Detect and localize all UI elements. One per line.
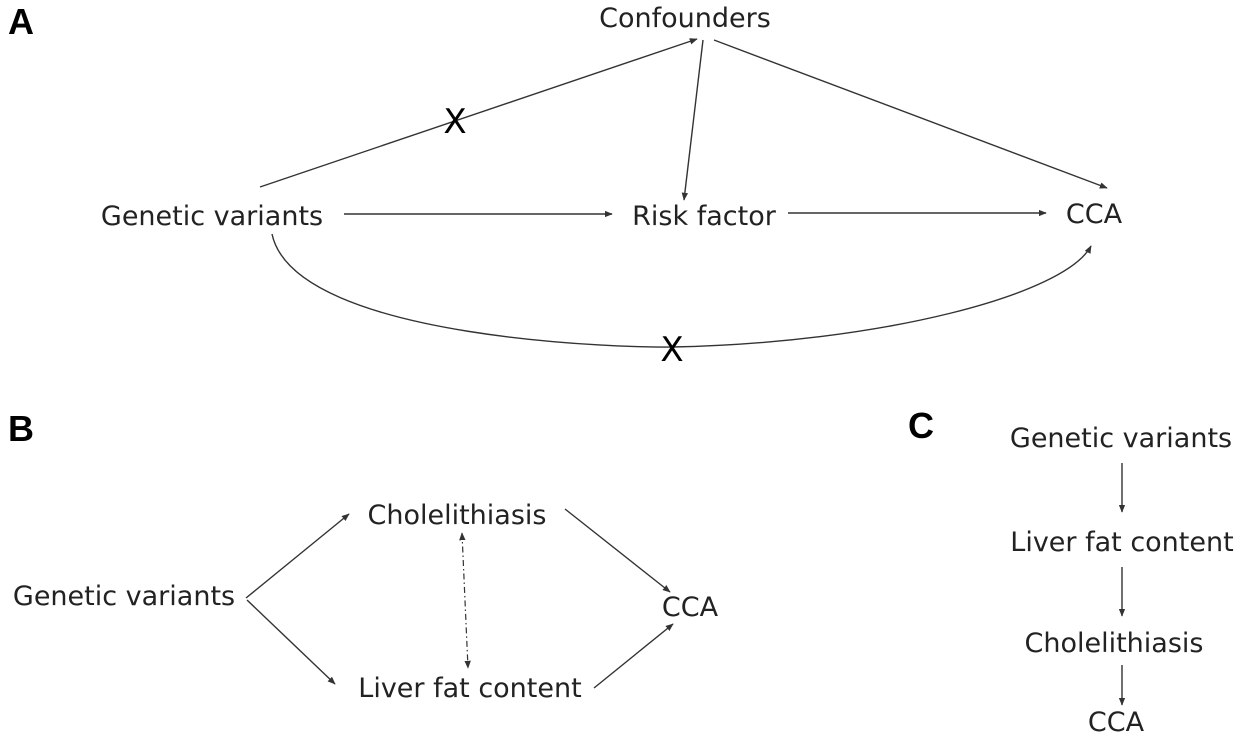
node-liver-fat-content: Liver fat content	[358, 673, 581, 704]
node-cca: CCA	[1088, 707, 1145, 738]
edge-genetic-variants-to-liver-fat-content	[246, 599, 336, 685]
panel-a-letter: A	[8, 1, 34, 42]
node-genetic-variants: Genetic variants	[101, 201, 323, 232]
node-risk-factor: Risk factor	[632, 201, 777, 232]
panel-b: B Genetic variants Cholelithiasis Liver …	[8, 408, 719, 704]
edge-genetic-variants-to-cca-direct	[271, 233, 1092, 348]
edge-liver-fat-content-to-cca	[593, 623, 674, 689]
node-cca: CCA	[1066, 199, 1123, 230]
node-confounders: Confounders	[599, 3, 771, 34]
edge-confounders-to-risk-factor	[681, 39, 704, 201]
blocked-marker-direct-path: X	[660, 330, 683, 370]
panel-c: C Genetic variants Liver fat content Cho…	[908, 405, 1234, 738]
node-cholelithiasis: Cholelithiasis	[368, 500, 547, 531]
edge-genetic-variants-to-confounders	[259, 38, 698, 188]
panel-c-letter: C	[908, 405, 934, 446]
edge-confounders-to-cca	[713, 39, 1108, 189]
node-cca: CCA	[662, 592, 719, 623]
edge-cholelithiasis-liver-fat-bidirectional	[459, 532, 471, 669]
node-genetic-variants: Genetic variants	[1010, 423, 1232, 454]
edge-cholelithiasis-to-cca	[564, 508, 671, 593]
node-cholelithiasis: Cholelithiasis	[1025, 628, 1204, 659]
node-liver-fat-content: Liver fat content	[1010, 527, 1233, 558]
node-genetic-variants: Genetic variants	[13, 581, 235, 612]
edge-genetic-variants-to-cholelithiasis	[245, 513, 350, 599]
panel-b-letter: B	[8, 408, 34, 449]
blocked-marker-confounders: X	[443, 102, 466, 142]
panel-a: A Confounders Genetic variants Risk fact…	[8, 1, 1123, 370]
